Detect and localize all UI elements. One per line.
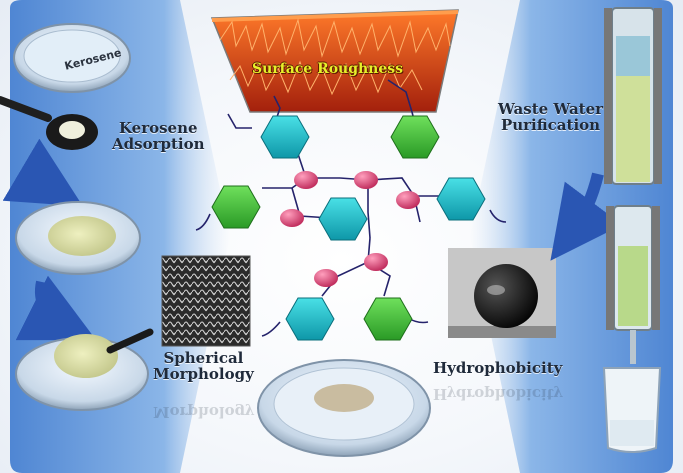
curved-arrow-icon bbox=[2, 138, 83, 207]
waste-water-line-1: Waste Water bbox=[498, 100, 604, 118]
petri-dish-icon bbox=[15, 201, 141, 275]
pink-nodes bbox=[280, 171, 420, 287]
surface-roughness-label: Surface Roughness bbox=[252, 61, 404, 77]
hydrophobicity-reflection: Hydrophobicity bbox=[433, 384, 563, 403]
filter-column-icon bbox=[606, 205, 660, 364]
hexagon-cyan bbox=[436, 177, 486, 221]
hexagon-green bbox=[363, 297, 413, 341]
water-droplet-icon bbox=[448, 248, 556, 338]
hexagon-green bbox=[390, 115, 440, 159]
petri-dish-icon bbox=[257, 359, 431, 457]
petri-dish-icon bbox=[15, 328, 154, 411]
spherical-morphology-reflection: Morphology bbox=[153, 402, 254, 421]
spherical-morphology-line-2: Morphology bbox=[153, 364, 254, 383]
filter-column-icon bbox=[604, 7, 662, 185]
hexagon-cyan bbox=[260, 115, 310, 159]
sem-image-icon bbox=[161, 255, 251, 347]
spherical-morphology-label: Spherical Morphology bbox=[153, 349, 254, 383]
spherical-morphology-line-1: Spherical bbox=[163, 349, 244, 367]
hexagon-cyan bbox=[285, 297, 335, 341]
beaker-icon bbox=[602, 367, 662, 453]
waste-water-line-2: Purification bbox=[500, 115, 601, 134]
kerosene-adsorption-label: Kerosene Adsorption bbox=[112, 119, 205, 153]
curved-arrow-icon bbox=[15, 275, 97, 341]
hexagon-cyan bbox=[318, 197, 368, 241]
kerosene-adsorption-line-2: Adsorption bbox=[112, 134, 205, 153]
kerosene-adsorption-line-1: Kerosene bbox=[118, 119, 198, 137]
petri-dish-icon bbox=[13, 23, 131, 93]
curved-arrow-icon bbox=[550, 172, 623, 261]
hydrophobicity-label: Hydrophobicity bbox=[433, 359, 563, 377]
hexagon-green bbox=[211, 185, 261, 229]
waste-water-label: Waste Water Purification bbox=[498, 100, 604, 134]
